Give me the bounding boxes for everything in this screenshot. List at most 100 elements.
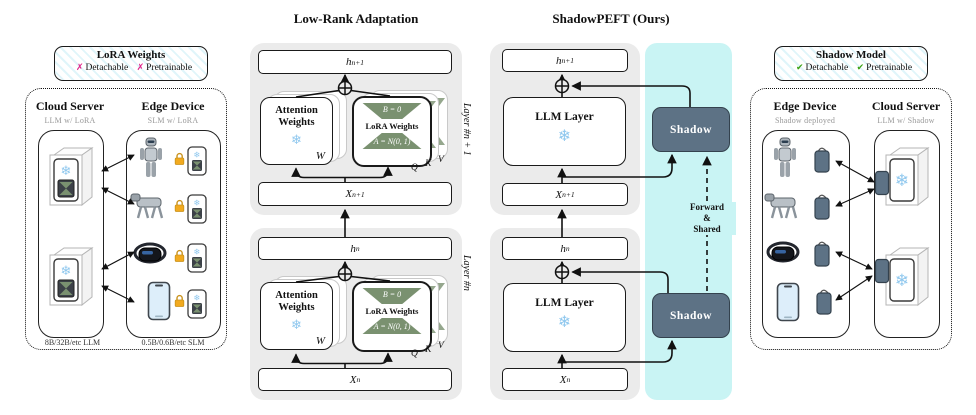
llm-layer-label: LLM Layer [535,111,594,123]
forward-shared-annotation: Forward & Shared [678,202,736,235]
shadow-chip-icon [874,170,890,201]
lora-section-title: Low-Rank Adaptation [293,11,419,26]
h-label: h [345,56,352,68]
lock-icon [174,294,185,313]
left-edge-caption: 0.5B/0.6B/etc SLM [141,338,205,347]
v-label: V [438,155,444,165]
lora-legend-row: ✗Detachable ✗Pretrainable [55,62,207,74]
k-label: K [425,345,432,355]
h-subscript: n [355,244,360,253]
smartphone-icon [776,282,800,327]
shadow-legend-detachable: Detachable [805,63,849,73]
svg-text:❄: ❄ [194,199,201,208]
svg-text:❄: ❄ [194,151,201,160]
lock-icon [174,249,185,268]
server-with-shadow-icon: ❄ [884,245,930,314]
h-label: h [555,54,562,67]
h-label: h [560,242,566,255]
llm-layer-box: LLM Layer ❄ [503,97,626,166]
vr-headset-icon [766,240,800,269]
right-edge-subtitle: Shadow deployed [774,116,836,125]
shadow-chip-icon [874,258,890,289]
lora-b-matrix: B = 0 [362,103,422,119]
x-subscript: n+1 [352,189,365,199]
h-subscript: n+1 [561,56,575,65]
x-label: X [559,373,567,386]
layer-label-top: Layer #n + 1 [461,102,472,156]
lora-deployment-box [25,88,227,350]
svg-text:❄: ❄ [194,294,201,303]
shadow-model-legend: Shadow Model ✔Detachable ✔Pretrainable [774,46,928,81]
right-cloud-title: Cloud Server [871,99,941,113]
slm-lora-chip-icon: ❄ [187,146,207,181]
shadow-chip-icon [814,288,834,321]
shadow-module-box: Shadow [652,107,730,152]
shadowpeft-section-title: ShadowPEFT (Ours) [552,11,670,26]
shadow-deployment-box [750,88,952,350]
right-edge-device-box [762,130,850,338]
shadow-legend-title: Shadow Model [816,49,886,61]
svg-text:❄: ❄ [895,171,909,191]
attention-weights-box: Attention Weights ❄ W [260,282,333,350]
lora-weights-legend: LoRA Weights ✗Detachable ✗Pretrainable [54,46,208,81]
server-with-lora-icon: ❄ [48,145,94,214]
right-edge-title: Edge Device [773,99,837,113]
attention-label-line2: Weights [278,302,315,313]
robot-dog-icon [130,191,168,226]
w-matrix-label: W [315,335,325,347]
lora-a-matrix: A = N(0, 1) [362,133,422,149]
llm-layer-box: LLM Layer ❄ [503,283,626,352]
humanoid-robot-icon [772,137,798,184]
q-label: Q [411,163,418,173]
layer-label-bottom: Layer #n [461,254,472,291]
lora-legend-detachable: Detachable [85,63,129,73]
lock-icon [174,199,185,218]
h-subscript: n+1 [351,57,365,67]
shadow-chip-icon [812,240,832,273]
server-with-lora-icon: ❄ [48,245,94,314]
robot-dog-icon [764,191,802,226]
lora-weights-label: LoRA Weights [365,306,419,316]
left-cloud-title: Cloud Server [35,99,105,113]
check-icon: ✔ [795,63,804,73]
snowflake-icon: ❄ [557,126,572,145]
ampersand-label: & [703,213,711,223]
lora-weights-box: B = 0 LoRA Weights A = N(0, 1) [352,96,432,167]
shadow-legend-row: ✔Detachable ✔Pretrainable [775,62,927,74]
h-subscript: n [565,244,570,253]
h-label: h [350,242,356,255]
lora-weights-box: B = 0 LoRA Weights A = N(0, 1) [352,281,432,352]
right-cloud-subtitle: LLM w/ Shadow [877,116,935,125]
slm-lora-chip-icon: ❄ [187,243,207,278]
attention-label-line1: Attention [275,290,318,301]
smartphone-icon [147,281,171,326]
lora-b-matrix: B = 0 [362,288,422,304]
server-with-shadow-icon: ❄ [884,145,930,214]
attention-label-line2: Weights [278,117,315,128]
llm-layer-label: LLM Layer [535,297,594,309]
x-subscript: n [356,375,361,384]
shadow-module-box: Shadow [652,293,730,338]
svg-text:❄: ❄ [61,164,72,179]
left-edge-title: Edge Device [141,99,205,113]
shadow-chip-icon [812,193,832,226]
shadow-chip-icon [812,146,832,179]
humanoid-robot-icon [138,137,164,184]
shadow-legend-pretrainable: Pretrainable [866,63,913,73]
left-cloud-subtitle: LLM w/ LoRA [44,116,96,125]
forward-label: Forward [690,202,724,212]
cross-icon: ✗ [136,63,145,73]
snowflake-icon: ❄ [291,318,302,333]
shared-label: Shared [693,224,721,234]
check-icon: ✔ [856,63,865,73]
svg-text:❄: ❄ [61,264,72,279]
w-matrix-label: W [315,150,325,162]
